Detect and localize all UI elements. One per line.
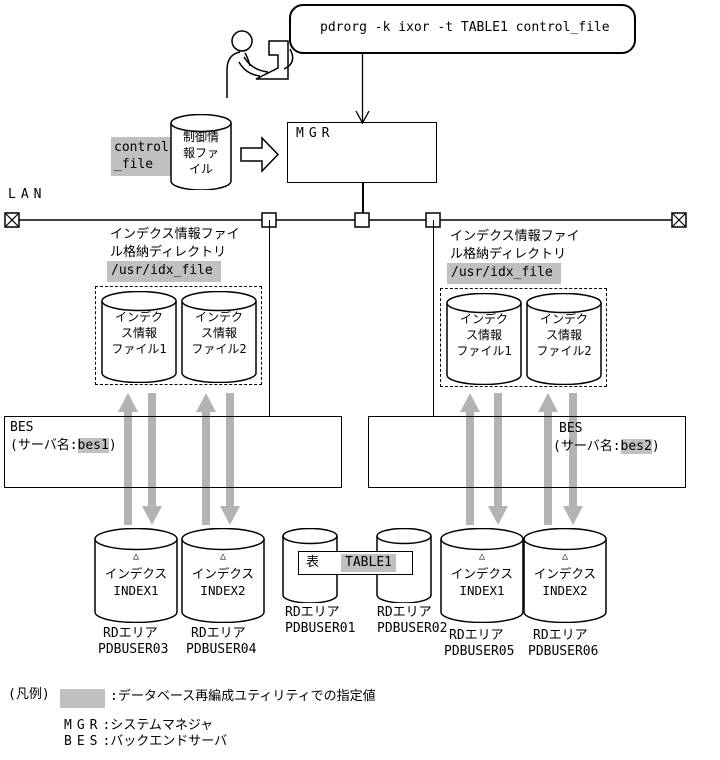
triangle-icon: △ [132, 551, 140, 562]
triangle-icon: △ [478, 551, 486, 562]
rdarea-label: RDエリア PDBUSER05 [444, 628, 515, 659]
rdarea-label: RDエリア PDBUSER01 [285, 605, 356, 636]
rdarea-label: RDエリア PDBUSER06 [528, 628, 599, 659]
bes1-name-highlight: bes1 [77, 438, 109, 453]
lan-tap-mgr-icon [354, 212, 370, 228]
rdarea-label: RDエリア PDBUSER04 [186, 626, 257, 657]
legend-highlight-swatch [60, 689, 105, 708]
mgr-lan-line [362, 183, 364, 220]
idx-dir-title-right: インデクス情報ファイ ル格納ディレクトリ [450, 229, 580, 262]
lan-terminator-left-icon [4, 212, 20, 228]
idx-dir-path-right: /usr/idx_file [447, 263, 561, 284]
lan-bes1-line [268, 220, 270, 416]
user-icon [226, 30, 294, 98]
legend-title: (凡例) [8, 687, 50, 702]
command-text: pdrorg -k ixor -t TABLE1 control_file [320, 20, 610, 35]
bes1-label: BES [10, 420, 34, 435]
command-to-mgr-arrow [355, 54, 370, 125]
idx-file2-label-right: インデク ス情報 ファイル2 [536, 312, 592, 358]
rdarea-label: RDエリア PDBUSER02 [377, 605, 448, 636]
bes1-box: BES (サーバ名:bes1) [4, 416, 342, 488]
command-bubble: pdrorg -k ixor -t TABLE1 control_file [289, 4, 636, 54]
index1-content-left: △ インデクス INDEX1 [94, 549, 178, 599]
bes2-label: BES [559, 421, 583, 436]
idx-dir-path-left: /usr/idx_file [107, 261, 221, 282]
input-arrow-icon [240, 136, 280, 173]
control-info-file-label: 制御情 報ファ イル [182, 130, 219, 176]
mgr-label: MGR [296, 126, 335, 141]
index2-content-left: △ インデクス INDEX2 [181, 549, 265, 599]
lan-terminator-right-icon [671, 212, 687, 228]
lan-bus [4, 212, 687, 228]
bes2-box: BES (サーバ名:bes2) [368, 416, 686, 488]
triangle-icon: △ [219, 551, 227, 562]
table-box: 表 TABLE1 [298, 551, 413, 575]
idx-file1-label-left: インデク ス情報 ファイル1 [111, 310, 167, 356]
index1-content-right: △ インデクス INDEX1 [440, 549, 524, 599]
idx-file-group-left [95, 286, 262, 385]
index2-content-right: △ インデクス INDEX2 [523, 549, 607, 599]
idx-file-group-right [440, 288, 607, 387]
legend-mgr-row: MGR:システムマネジャ [64, 718, 214, 733]
triangle-icon: △ [561, 551, 569, 562]
legend-swatch-desc: :データベース再編成ユティリティでの指定値 [110, 689, 376, 704]
control-file-label: control _file [111, 137, 172, 176]
lan-label: LAN [8, 187, 47, 202]
table-name-highlight: TABLE1 [341, 554, 396, 572]
bes2-server-name: (サーバ名:bes2) [553, 439, 660, 454]
table-kind-label: 表 [306, 555, 320, 570]
bes2-name-highlight: bes2 [620, 439, 652, 454]
idx-file1-label-right: インデク ス情報 ファイル1 [456, 312, 512, 358]
bes1-server-name: (サーバ名:bes1) [10, 438, 117, 453]
legend-bes-row: BES:バックエンドサーバ [64, 734, 228, 749]
idx-file2-label-left: インデク ス情報 ファイル2 [191, 310, 247, 356]
lan-bes2-line [432, 220, 434, 416]
rdarea-label: RDエリア PDBUSER03 [98, 626, 169, 657]
mgr-box: MGR [287, 122, 437, 183]
idx-dir-title-left: インデクス情報ファイ ル格納ディレクトリ [110, 227, 240, 260]
terminal-icon [255, 40, 289, 80]
speech-bubble-tail [283, 48, 294, 70]
